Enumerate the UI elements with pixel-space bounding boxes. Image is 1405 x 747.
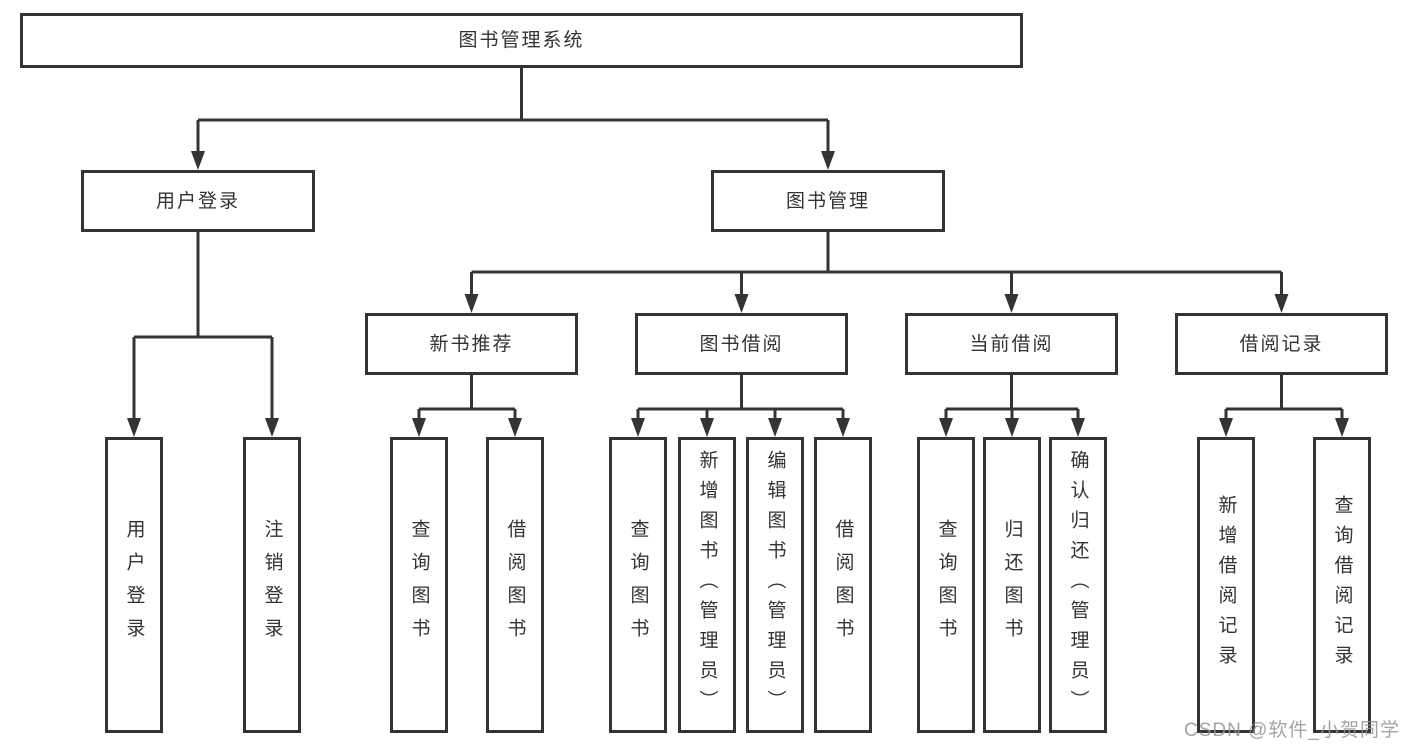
leaf-cb-return-books-label: 归还图书 [1001, 519, 1023, 651]
node-root-label: 图书管理系统 [458, 30, 585, 51]
arrowheads [127, 151, 1349, 437]
leaf-cb-confirm-return-admin-label: 确认归还（管理员） [1067, 450, 1089, 720]
connector-currentborrow-to-leaves [944, 375, 1080, 422]
leaf-bb-edit-books-admin: 编辑图书（管理员） [746, 437, 804, 733]
node-user-login: 用户登录 [81, 170, 315, 232]
node-book-management-label: 图书管理 [785, 190, 870, 212]
leaf-user-login-label: 用户登录 [123, 519, 145, 651]
node-borrowing-records-label: 借阅记录 [1239, 333, 1324, 355]
leaf-nbr-borrow-books: 借阅图书 [486, 437, 544, 733]
node-book-borrowing-label: 图书借阅 [699, 333, 784, 355]
leaf-nbr-query-books-label: 查询图书 [408, 519, 430, 651]
leaf-bb-borrow-books-label: 借阅图书 [832, 519, 854, 651]
leaf-cb-query-books: 查询图书 [917, 437, 975, 733]
node-new-book-recommendation-label: 新书推荐 [429, 333, 514, 355]
leaf-br-query-record-label: 查询借阅记录 [1331, 495, 1353, 675]
connector-newbook-to-leaves [417, 375, 517, 422]
connector-bookmgmt-to-level3 [470, 232, 1283, 298]
leaf-bb-query-books-label: 查询图书 [627, 519, 649, 651]
leaf-logout: 注销登录 [243, 437, 301, 733]
leaf-bb-borrow-books: 借阅图书 [814, 437, 872, 733]
node-current-borrowing-label: 当前借阅 [969, 333, 1054, 355]
node-borrowing-records: 借阅记录 [1175, 313, 1388, 375]
connector-userlogin-to-leaves [132, 232, 274, 422]
leaf-user-login: 用户登录 [105, 437, 163, 733]
leaf-nbr-query-books: 查询图书 [390, 437, 448, 733]
leaf-br-query-record: 查询借阅记录 [1313, 437, 1371, 733]
leaf-bb-add-books-admin-label: 新增图书（管理员） [696, 450, 718, 720]
connector-root-to-level2 [196, 68, 830, 155]
leaf-br-add-record: 新增借阅记录 [1197, 437, 1255, 733]
leaf-cb-query-books-label: 查询图书 [935, 519, 957, 651]
node-root: 图书管理系统 [20, 13, 1023, 68]
leaf-bb-add-books-admin: 新增图书（管理员） [678, 437, 736, 733]
leaf-logout-label: 注销登录 [261, 519, 283, 651]
leaf-br-add-record-label: 新增借阅记录 [1215, 495, 1237, 675]
node-new-book-recommendation: 新书推荐 [365, 313, 578, 375]
csdn-watermark: CSDN @软件_小贺同学 [1184, 720, 1400, 741]
node-book-borrowing: 图书借阅 [635, 313, 848, 375]
connector-bookborrow-to-leaves [636, 375, 845, 422]
leaf-bb-edit-books-admin-label: 编辑图书（管理员） [764, 450, 786, 720]
node-current-borrowing: 当前借阅 [905, 313, 1118, 375]
connector-records-to-leaves [1224, 375, 1344, 422]
leaf-nbr-borrow-books-label: 借阅图书 [504, 519, 526, 651]
leaf-bb-query-books: 查询图书 [609, 437, 667, 733]
node-book-management: 图书管理 [711, 170, 945, 232]
leaf-cb-return-books: 归还图书 [983, 437, 1041, 733]
leaf-cb-confirm-return-admin: 确认归还（管理员） [1049, 437, 1107, 733]
node-user-login-label: 用户登录 [155, 190, 240, 212]
